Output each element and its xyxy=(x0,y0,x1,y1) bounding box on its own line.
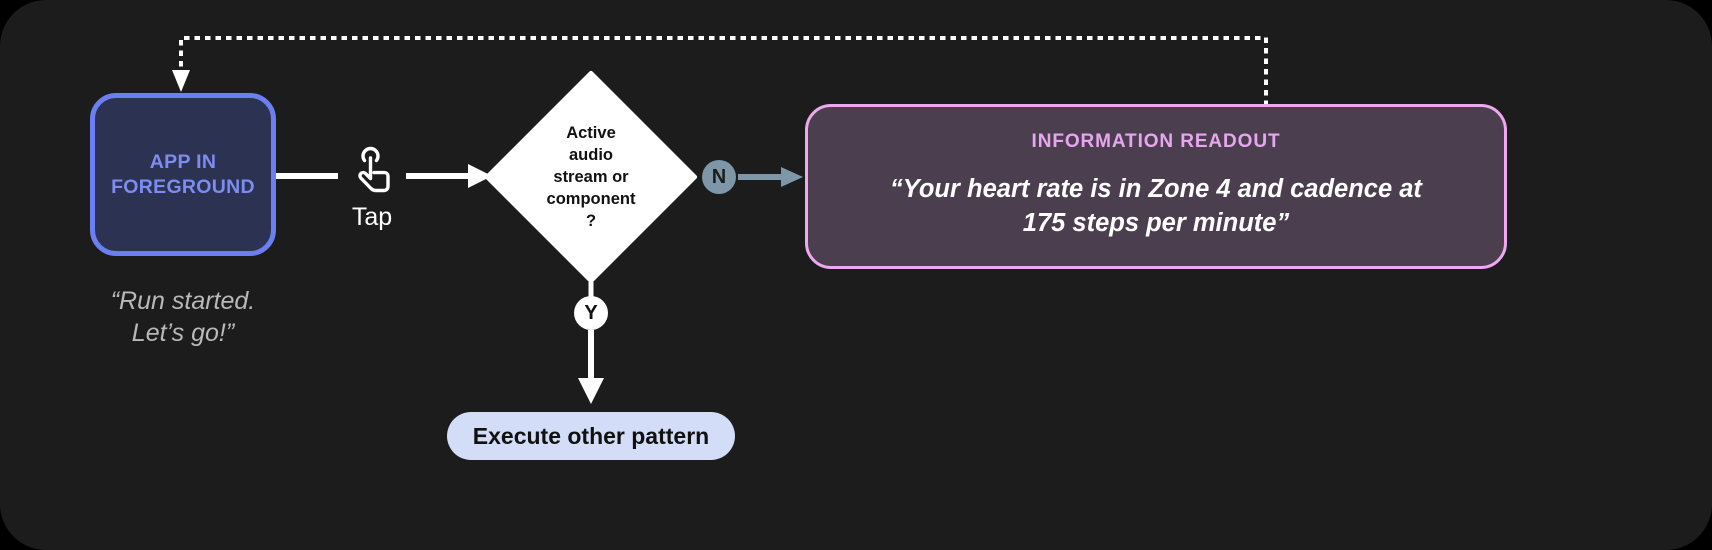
decision-to-readout-edge xyxy=(738,167,803,187)
tap-hand-icon xyxy=(358,146,390,193)
node-decision-active-audio[interactable]: Active audio stream or component ? xyxy=(484,70,698,284)
gesture-tap: Tap xyxy=(336,145,408,230)
feedback-loop-edge xyxy=(172,36,1268,106)
branch-badge-yes-label: Y xyxy=(584,302,598,324)
branch-badge-yes: Y xyxy=(574,296,608,330)
gesture-to-decision-edge xyxy=(406,164,492,188)
branch-badge-no: N xyxy=(702,160,736,194)
node-information-readout[interactable]: INFORMATION READOUT “Your heart rate is … xyxy=(805,104,1507,269)
decision-label: Active audio stream or component ? xyxy=(546,123,636,231)
execute-other-pattern-label: Execute other pattern xyxy=(472,422,710,449)
branch-badge-no-label: N xyxy=(711,166,727,188)
node-execute-other-pattern[interactable]: Execute other pattern xyxy=(447,412,735,460)
gesture-tap-label: Tap xyxy=(351,203,393,231)
information-readout-body: “Your heart rate is in Zone 4 and cadenc… xyxy=(890,175,1422,237)
yes-to-execute-edge xyxy=(578,330,604,404)
app-in-foreground-label: APP IN FOREGROUND xyxy=(111,150,255,198)
node-app-in-foreground[interactable]: APP IN FOREGROUND xyxy=(90,93,276,256)
information-readout-title: INFORMATION READOUT xyxy=(1031,131,1281,153)
app-in-foreground-caption: “Run started. Let’s go!” xyxy=(110,287,256,347)
